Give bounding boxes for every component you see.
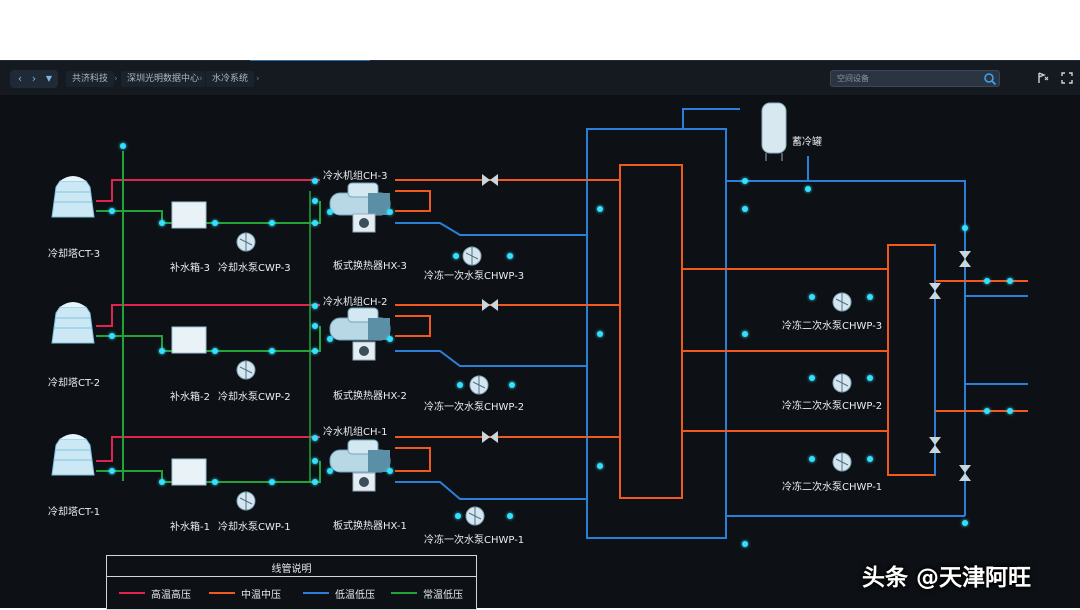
chevron-right-icon[interactable]: › <box>31 72 37 85</box>
breadcrumb-separator: › <box>256 74 260 84</box>
legend-item-normal: 常温低压 <box>391 586 463 601</box>
heat-exchanger-icon <box>352 472 376 492</box>
cooling-tower-icon <box>51 302 95 344</box>
label-chwp-secondary-3: 冷冻二次水泵CHWP-3 <box>782 319 882 332</box>
legend-label: 常温低压 <box>423 589 463 601</box>
label-storage-tank: 蓄冷罐 <box>792 135 822 148</box>
tank-icon <box>171 326 207 354</box>
secondary-header-frame <box>887 244 936 476</box>
fullscreen-icon[interactable] <box>1060 71 1074 85</box>
storage-tank-icon <box>761 102 787 161</box>
secondary-pump-lines <box>682 268 888 432</box>
label-chwp-primary-3: 冷冻一次水泵CHWP-3 <box>424 269 524 282</box>
chiller-icon <box>329 182 391 216</box>
chiller-icon <box>329 307 391 341</box>
label-ch1: 冷水机组CH-1 <box>323 425 387 438</box>
label-cwp3: 冷却水泵CWP-3 <box>218 261 291 274</box>
pump-icon <box>462 246 482 266</box>
legend-panel: 线管说明 高温高压 中温中压 低温低压 常温低压 <box>106 555 477 610</box>
label-chwp-secondary-1: 冷冻二次水泵CHWP-1 <box>782 480 882 493</box>
legend-title: 线管说明 <box>271 564 312 575</box>
nav-group <box>10 70 58 88</box>
legend-item-high: 高温高压 <box>119 586 191 601</box>
valve-icon <box>929 283 941 299</box>
pin-icon[interactable] <box>1036 71 1050 85</box>
label-tank3: 补水箱-3 <box>170 261 210 274</box>
label-cwp1: 冷却水泵CWP-1 <box>218 520 291 533</box>
legend-label: 高温高压 <box>151 589 191 601</box>
valve-icon <box>959 465 971 481</box>
label-ch3: 冷水机组CH-3 <box>323 169 387 182</box>
label-chwp-primary-2: 冷冻一次水泵CHWP-2 <box>424 400 524 413</box>
pump-icon <box>832 292 852 312</box>
label-ct3: 冷却塔CT-3 <box>48 247 100 260</box>
label-tank1: 补水箱-1 <box>170 520 210 533</box>
heat-exchanger-icon <box>352 213 376 233</box>
pump-icon <box>236 360 256 380</box>
breadcrumb-separator: › <box>199 74 203 84</box>
supply-main-right <box>726 180 966 516</box>
valve-icon <box>482 431 498 443</box>
label-hx2: 板式换热器HX-2 <box>333 389 407 402</box>
heat-exchanger-icon <box>352 341 376 361</box>
legend-swatch <box>303 592 329 594</box>
scada-app: ‹ › ▼ 共济科技 › 深圳光明数据中心 › 水冷系统 › <box>0 61 1080 610</box>
sensor-nodes <box>109 143 1013 547</box>
header-frame-inner <box>619 164 683 499</box>
valve-icon <box>482 299 498 311</box>
legend-divider <box>107 576 476 577</box>
breadcrumb-item-group[interactable]: 共济科技 <box>66 71 115 87</box>
pump-icon <box>236 491 256 511</box>
label-chwp-secondary-2: 冷冻二次水泵CHWP-2 <box>782 399 882 412</box>
pump-icon <box>832 452 852 472</box>
legend-label: 中温中压 <box>241 589 281 601</box>
toolbar: ‹ › ▼ 共济科技 › 深圳光明数据中心 › 水冷系统 › <box>0 61 1080 95</box>
legend-item-mid: 中温中压 <box>209 586 281 601</box>
label-tank2: 补水箱-2 <box>170 390 210 403</box>
tank-icon <box>171 201 207 229</box>
storage-pipe-top <box>682 108 740 129</box>
search-icon[interactable] <box>983 72 997 86</box>
label-chwp-primary-1: 冷冻一次水泵CHWP-1 <box>424 533 524 546</box>
tank-icon <box>171 458 207 486</box>
label-cwp2: 冷却水泵CWP-2 <box>218 390 291 403</box>
valve-icon <box>959 251 971 267</box>
search-input[interactable] <box>830 70 1000 87</box>
storage-pipe-bottom <box>726 156 809 182</box>
pump-icon <box>832 373 852 393</box>
header-frame-outer <box>586 128 727 539</box>
pump-icon <box>236 232 256 252</box>
watermark: 头条 @天津阿旺 <box>862 565 1032 591</box>
breadcrumb-separator: › <box>114 74 118 84</box>
chiller-icon <box>329 439 391 473</box>
valve-icon <box>482 174 498 186</box>
piping-diagram: 冷却塔CT-3 冷却塔CT-2 冷却塔CT-1 补水箱-3 补水箱-2 补水箱-… <box>48 102 1028 547</box>
pump-icon <box>469 375 489 395</box>
pump-icon <box>465 506 485 526</box>
label-hx3: 板式换热器HX-3 <box>333 259 407 272</box>
legend-swatch <box>209 592 235 594</box>
breadcrumb-item-system[interactable]: 水冷系统 <box>206 71 255 87</box>
legend-swatch <box>119 592 145 594</box>
legend-item-low: 低温低压 <box>303 586 375 601</box>
label-ct2: 冷却塔CT-2 <box>48 376 100 389</box>
chevron-left-icon[interactable]: ‹ <box>17 72 23 85</box>
cooling-tower-icon <box>51 176 95 218</box>
cooling-tower-icon <box>51 434 95 476</box>
legend-swatch <box>391 592 417 594</box>
legend-label: 低温低压 <box>335 589 375 601</box>
label-ch2: 冷水机组CH-2 <box>323 295 387 308</box>
dropdown-caret-icon[interactable]: ▼ <box>45 74 53 83</box>
secondary-outlets-mid <box>935 280 1028 412</box>
label-hx1: 板式换热器HX-1 <box>333 519 407 532</box>
breadcrumb-item-datacenter[interactable]: 深圳光明数据中心 <box>121 71 206 87</box>
label-ct1: 冷却塔CT-1 <box>48 505 100 518</box>
valve-icon <box>929 437 941 453</box>
train-1 <box>96 436 620 500</box>
secondary-outlets-low <box>965 295 1028 385</box>
